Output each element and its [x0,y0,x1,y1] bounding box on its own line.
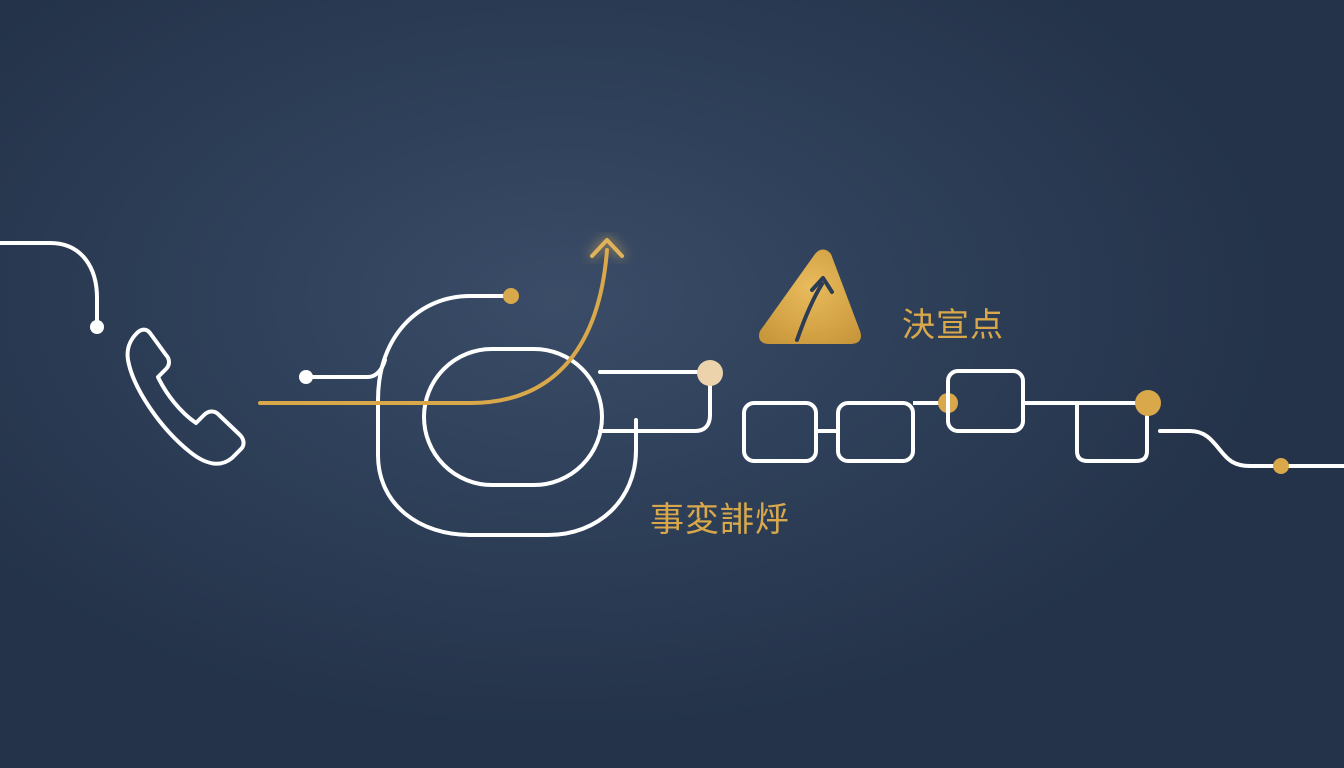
process-box-1 [742,401,818,463]
incoming-node [90,320,104,334]
inner-loop [422,347,604,487]
loop-exit-node [697,360,723,386]
escalation-curve [258,248,609,405]
junction-node-2 [1135,390,1161,416]
upward-arrow-icon [590,238,624,258]
incoming-line [0,241,99,322]
branch-line [304,358,387,379]
outer-loop-end-node [503,288,519,304]
process-box-4 [1075,403,1149,463]
decision-point-label: 決宣点 [902,305,1004,344]
loop-exit-track [598,370,712,433]
phone-handset-icon [125,327,246,466]
warning-triangle-icon [759,249,861,344]
outgoing-line [1158,429,1344,468]
outgoing-node [1273,458,1289,474]
outer-loop [376,294,638,537]
process-box-2 [836,401,915,463]
event-change-label: 事変誹烀 [650,500,790,540]
process-box-3 [946,369,1025,433]
